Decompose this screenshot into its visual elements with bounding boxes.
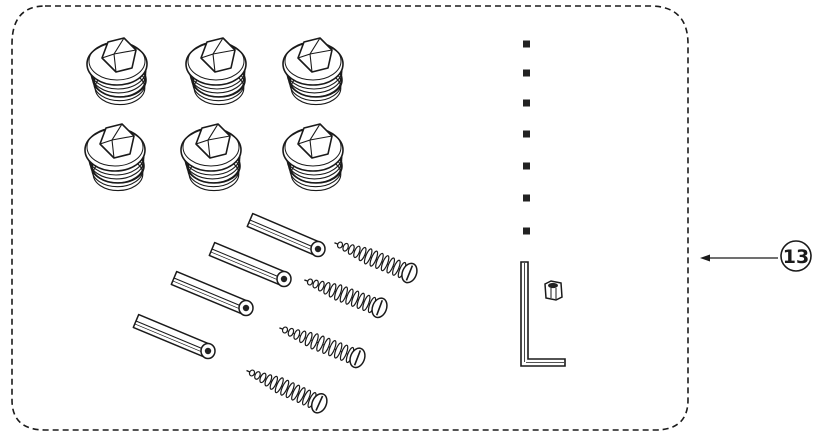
screw (304, 278, 388, 319)
hex-standoff-group (132, 212, 326, 360)
screw (246, 369, 328, 414)
hex-standoff (170, 270, 254, 317)
drain-plug (185, 37, 247, 106)
screw (279, 326, 366, 369)
hex-standoff (246, 212, 326, 258)
drain-plug (86, 37, 148, 106)
drain-plug (180, 123, 242, 192)
drain-plug (84, 123, 146, 192)
small-part-dot (523, 130, 530, 138)
hex-standoff (208, 241, 292, 288)
screw (334, 241, 418, 284)
callout-balloon: 13 (780, 240, 812, 272)
drain-plug-group (84, 37, 344, 192)
hex-standoff (132, 313, 216, 360)
small-part-dot (523, 227, 530, 235)
small-parts-column (523, 40, 530, 235)
small-part-dot (523, 162, 530, 170)
drain-plug (282, 123, 344, 192)
drain-plug (282, 37, 344, 106)
screw-group (246, 241, 418, 414)
callout-number: 13 (783, 246, 809, 268)
hex-key (520, 261, 566, 367)
callout-arrow (700, 254, 778, 262)
insert-nut (544, 280, 563, 301)
parts-bag-outline (11, 5, 689, 431)
small-part-dot (523, 69, 530, 77)
small-part-dot (523, 194, 530, 202)
small-part-dot (523, 99, 530, 107)
small-part-dot (523, 40, 530, 48)
